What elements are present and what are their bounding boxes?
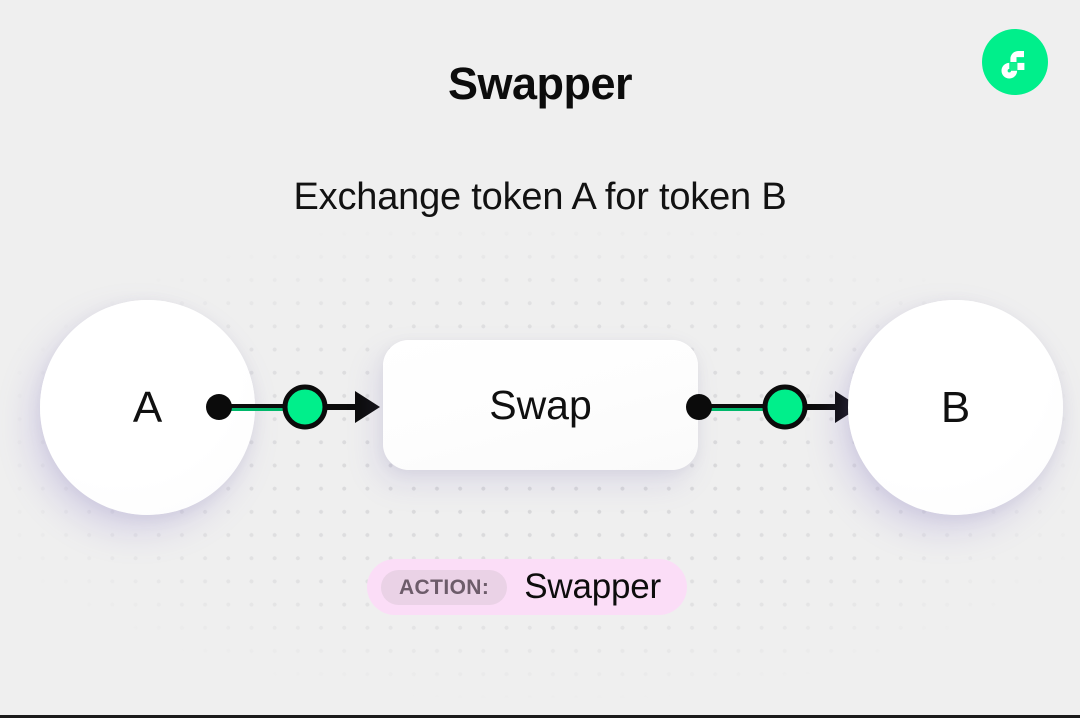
action-badge-kicker: ACTION: — [380, 569, 508, 605]
target-token-node[interactable]: B — [848, 300, 1063, 515]
connector-a-to-swap — [205, 382, 380, 432]
connector-swap-to-b — [685, 382, 860, 432]
target-token-label: B — [940, 382, 971, 432]
source-token-label: A — [132, 382, 163, 432]
page-title: Swapper — [447, 58, 633, 109]
swap-process-label: Swap — [489, 381, 592, 428]
page-subtitle: Exchange token A for token B — [293, 176, 787, 218]
action-badge: ACTION: Swapper — [366, 559, 688, 615]
action-badge-value: Swapper — [524, 567, 662, 606]
swap-process-node[interactable]: Swap — [383, 340, 698, 470]
flow-diagram: A Swap B — [0, 300, 1080, 515]
flow-logo-icon — [982, 29, 1048, 95]
